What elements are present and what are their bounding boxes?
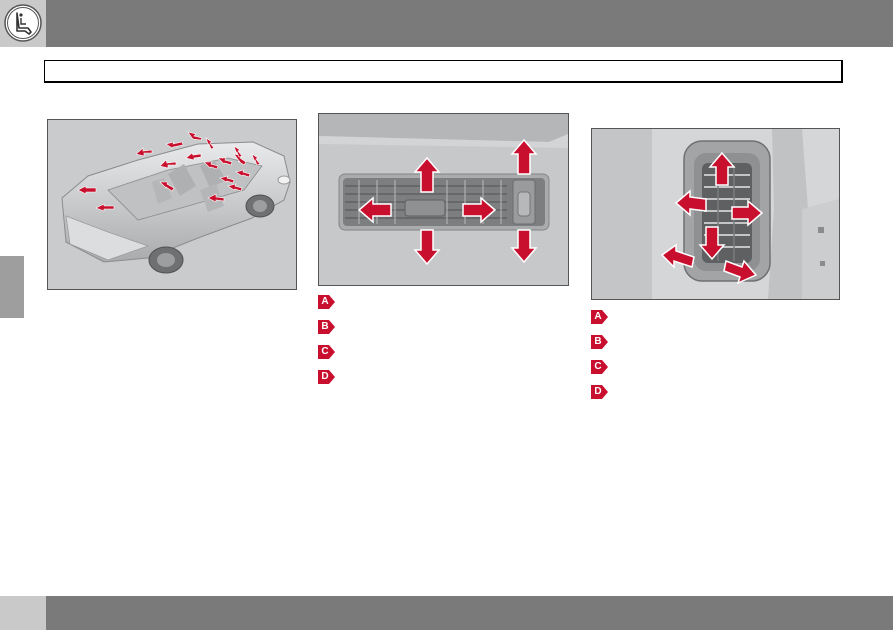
legend-item: A — [591, 304, 608, 329]
legend-item: C — [318, 339, 335, 364]
legend-item: B — [591, 329, 608, 354]
legend-item: D — [591, 379, 608, 404]
legend-item: A — [318, 289, 335, 314]
seat-icon — [4, 4, 42, 42]
header-bar — [0, 0, 893, 47]
legend-marker-icon: A — [591, 309, 608, 324]
legend-marker-icon: A — [318, 294, 335, 309]
legend-left: A B C D — [318, 289, 335, 389]
airflow-arrows — [77, 131, 261, 212]
legend-item: B — [318, 314, 335, 339]
page-number-box — [0, 596, 46, 630]
legend-right: A B C D — [591, 304, 608, 404]
legend-item: D — [318, 364, 335, 389]
legend-marker-icon: B — [591, 334, 608, 349]
car-airflow-figure — [47, 119, 297, 290]
legend-item: C — [591, 354, 608, 379]
legend-marker-icon: D — [318, 369, 335, 384]
dashboard-vent-figure — [318, 113, 569, 286]
section-title-box — [44, 60, 843, 83]
footer-bar — [0, 596, 893, 630]
pillar-vent-arrows — [660, 151, 764, 285]
legend-marker-icon: C — [591, 359, 608, 374]
legend-marker-icon: D — [591, 384, 608, 399]
legend-marker-icon: C — [318, 344, 335, 359]
chapter-icon-box — [0, 0, 46, 47]
chapter-side-tab — [0, 256, 24, 318]
door-pillar-vent-figure — [591, 128, 840, 300]
vent-direction-arrows — [357, 138, 538, 266]
legend-marker-icon: B — [318, 319, 335, 334]
